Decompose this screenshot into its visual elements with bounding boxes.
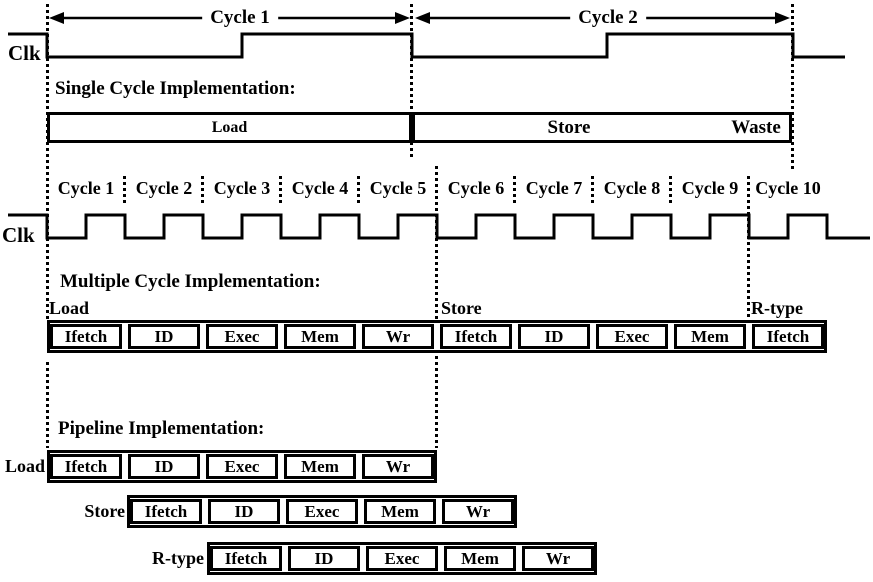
multi-store-ifetch-cell: Ifetch: [440, 324, 512, 349]
multi-store-id-cell: ID: [518, 324, 590, 349]
pipeline-store-id-cell: ID: [208, 499, 280, 524]
cycle-sep-6-7: [513, 176, 516, 206]
pipeline-rtype-ifetch-cell: Ifetch: [210, 546, 282, 571]
pipeline-load-label: Load: [4, 456, 45, 476]
clk-waveform-multi-cycle: [8, 213, 870, 240]
pipeline-load-wr-cell: Wr: [362, 454, 434, 479]
clk-label-multi: Clk: [2, 223, 35, 247]
single-cycle-load-box: Load: [47, 112, 412, 143]
multi-store-exec-cell: Exec: [596, 324, 668, 349]
pipeline-store-label: Store: [84, 501, 125, 521]
pipeline-store-ifetch-cell: Ifetch: [130, 499, 202, 524]
mid-cycle6-label: Cycle 6: [447, 178, 505, 198]
single-cycle-waste-label: Waste: [731, 116, 781, 138]
pipeline-load-mem-cell: Mem: [284, 454, 356, 479]
multi-load-id-cell: ID: [128, 324, 200, 349]
pipeline-rtype-label: R-type: [152, 548, 204, 568]
multi-load-ifetch-cell: Ifetch: [50, 324, 122, 349]
pipeline-load-ifetch-cell: Ifetch: [50, 454, 122, 479]
cycle-sep-2-3: [201, 176, 204, 206]
multi-store-mem-cell: Mem: [674, 324, 746, 349]
cycle-sep-3-4: [279, 176, 282, 206]
pipeline-rtype-wr-cell: Wr: [522, 546, 594, 571]
multi-load-wr-cell: Wr: [362, 324, 434, 349]
multi-load-label: Load: [49, 298, 90, 318]
pipeline-store-wr-cell: Wr: [442, 499, 514, 524]
multi-store-label: Store: [441, 298, 482, 318]
cycle-sep-7-8: [591, 176, 594, 206]
mid-cycle2-label: Cycle 2: [135, 178, 193, 198]
guide-line-cycle1-start: [46, 4, 49, 322]
single-cycle-title: Single Cycle Implementation:: [55, 78, 296, 99]
pipeline-title: Pipeline Implementation:: [58, 418, 265, 439]
mid-cycle5-label: Cycle 5: [369, 178, 427, 198]
cycle-sep-1-2: [123, 176, 126, 206]
mid-cycle1-label: Cycle 1: [57, 178, 115, 198]
pipeline-load-exec-cell: Exec: [206, 454, 278, 479]
multi-cycle-title: Multiple Cycle Implementation:: [60, 271, 321, 292]
multi-load-mem-cell: Mem: [284, 324, 356, 349]
clk-label-single: Clk: [8, 41, 41, 65]
mid-cycle7-label: Cycle 7: [525, 178, 583, 198]
pipeline-store-exec-cell: Exec: [286, 499, 358, 524]
multi-rtype-ifetch-cell: Ifetch: [752, 324, 824, 349]
pipeline-rtype-exec-cell: Exec: [366, 546, 438, 571]
guide-line-cycle1-end: [410, 4, 413, 160]
mid-cycle3-label: Cycle 3: [213, 178, 271, 198]
cycle1-label: Cycle 1: [202, 7, 278, 29]
guide-line-store-rtype-boundary: [747, 176, 750, 322]
guide-line-load-store-boundary: [435, 166, 438, 322]
guide-line-pipeline-start: [46, 362, 49, 448]
guide-line-load-store-boundary-lower: [435, 356, 438, 448]
mid-cycle8-label: Cycle 8: [603, 178, 661, 198]
clk-waveform-single-cycle: [8, 32, 845, 59]
mid-cycle9-label: Cycle 9: [681, 178, 739, 198]
mid-cycle10-label: Cycle 10: [755, 178, 821, 198]
pipeline-load-id-cell: ID: [128, 454, 200, 479]
multi-rtype-label: R-type: [751, 298, 803, 318]
cycle2-label: Cycle 2: [570, 7, 646, 29]
pipeline-rtype-mem-cell: Mem: [444, 546, 516, 571]
mid-cycle4-label: Cycle 4: [291, 178, 349, 198]
single-cycle-store-waste-box: Store Waste: [412, 112, 792, 143]
pipeline-store-mem-cell: Mem: [364, 499, 436, 524]
cycle-sep-4-5: [357, 176, 360, 206]
cycle-sep-8-9: [669, 176, 672, 206]
single-cycle-store-label: Store: [547, 116, 591, 138]
pipeline-rtype-id-cell: ID: [288, 546, 360, 571]
guide-line-cycle2-end: [791, 4, 794, 170]
multi-load-exec-cell: Exec: [206, 324, 278, 349]
single-cycle-load-label: Load: [211, 118, 248, 136]
